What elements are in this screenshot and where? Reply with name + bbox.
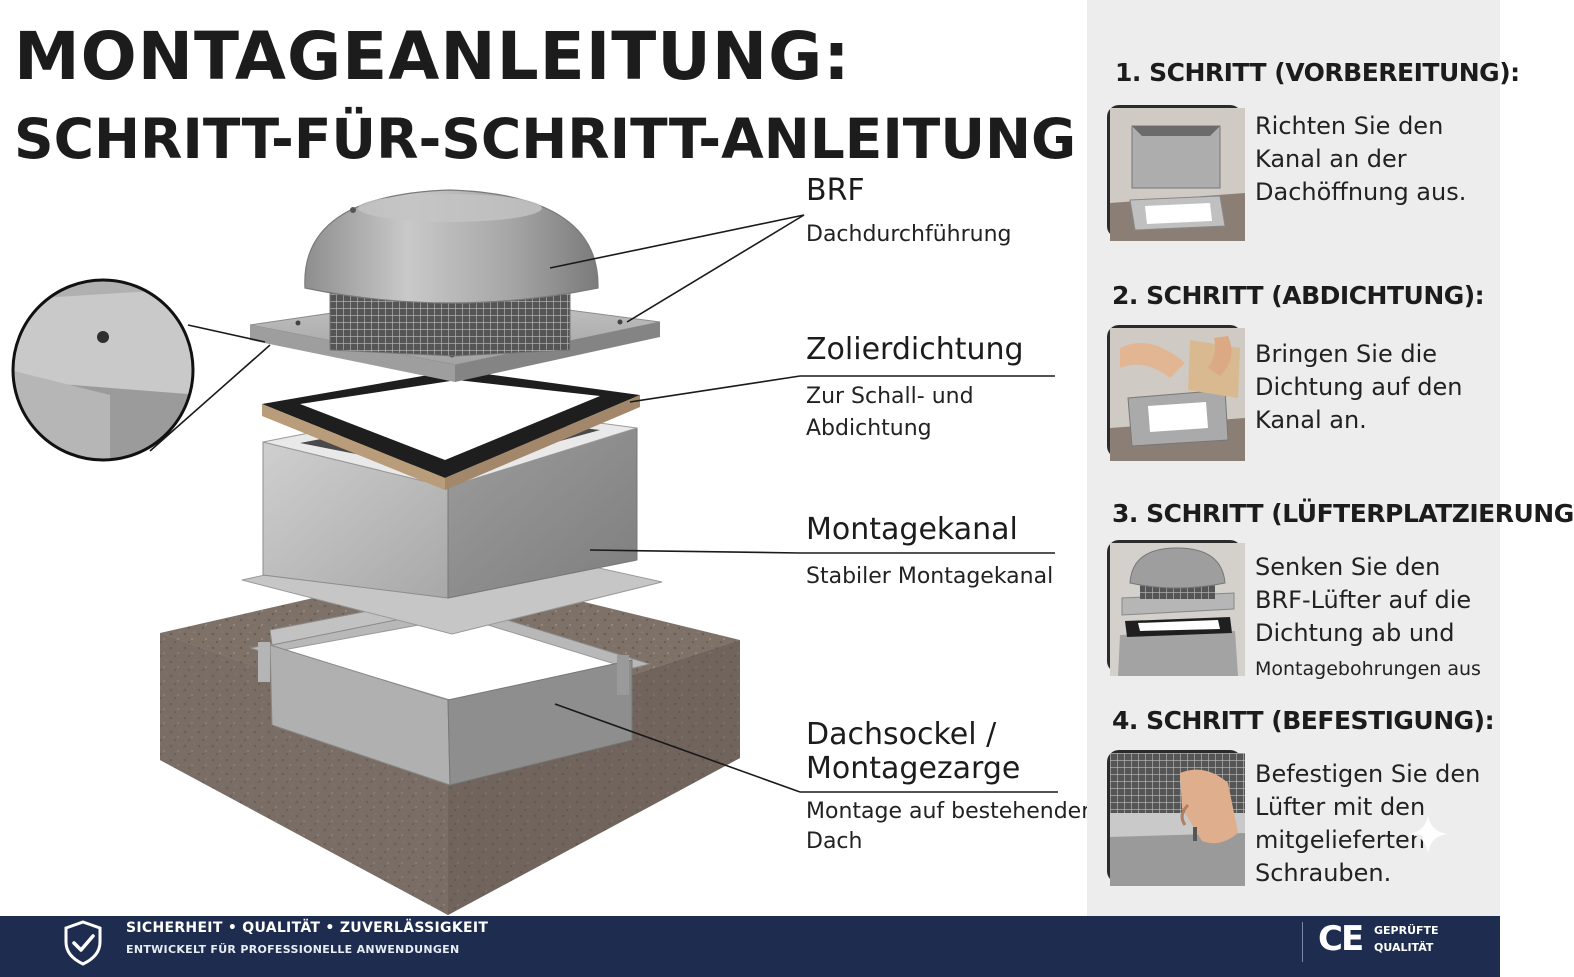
step-3-text-3: Dichtung ab und	[1255, 619, 1455, 647]
footer-certified-1: GEPRÜFTE	[1374, 924, 1439, 937]
step-2-text-2: Dichtung auf den	[1255, 373, 1463, 401]
label-gasket-desc-2: Abdichtung	[806, 416, 932, 441]
footer-certified-2: QUALITÄT	[1374, 941, 1434, 954]
step-1-text-2: Kanal an der	[1255, 145, 1407, 173]
step-2-heading: 2. SCHRITT (ABDICHTUNG):	[1112, 281, 1485, 310]
label-gasket: Zolierdichtung	[806, 332, 1024, 367]
step-4-text-4: Schrauben.	[1255, 859, 1392, 887]
step-3-heading: 3. SCHRITT (LÜFTERPLATZIERUNG	[1112, 499, 1574, 528]
gasket	[262, 370, 640, 490]
step-3-text-1: Senken Sie den	[1255, 553, 1441, 581]
label-curb-desc-2: Dach	[806, 829, 863, 854]
step-4-text-1: Befestigen Sie den	[1255, 760, 1481, 788]
label-duct: Montagekanal	[806, 512, 1018, 547]
step-3-image	[1107, 540, 1245, 676]
step-1-heading: 1. SCHRITT (VORBEREITUNG):	[1115, 58, 1520, 87]
label-brf: BRF	[806, 173, 865, 208]
step-4-image	[1107, 750, 1245, 886]
label-duct-desc: Stabiler Montagekanal	[806, 564, 1054, 589]
footer-tagline: SICHERHEIT • QUALITÄT • ZUVERLÄSSIGKEIT	[126, 920, 489, 936]
footer-divider	[1302, 922, 1303, 962]
exploded-diagram	[11, 189, 1058, 915]
footer-subline: ENTWICKELT FÜR PROFESSIONELLE ANWENDUNGE…	[126, 943, 460, 956]
label-curb-1: Dachsockel /	[806, 717, 997, 752]
steps-panel: 1. SCHRITT (VORBEREITUNG): Richten Sie d…	[1087, 0, 1574, 916]
footer-certified: GEPRÜFTE QUALITÄT	[1374, 922, 1439, 956]
step-1-image	[1107, 105, 1245, 241]
label-gasket-desc-1: Zur Schall- und	[806, 384, 974, 409]
brf-fan	[249, 189, 661, 382]
detail-zoom-circle	[11, 278, 195, 462]
step-4-heading: 4. SCHRITT (BEFESTIGUNG):	[1112, 706, 1495, 735]
step-3-text-4-span: Montagebohrungen aus	[1255, 658, 1481, 680]
ce-mark-icon: CE	[1318, 919, 1364, 959]
label-curb-desc-1: Montage auf bestehendem	[806, 799, 1103, 824]
sparkle-icon	[1408, 814, 1448, 854]
step-4-text-2: Lüfter mit den	[1255, 793, 1426, 821]
step-1-text-3: Dachöffnung aus.	[1255, 178, 1467, 206]
step-3-text-4: Montagebohrungen aus	[1255, 651, 1481, 686]
step-1-text-1: Richten Sie den	[1255, 112, 1444, 140]
leader-lines	[149, 214, 1058, 793]
label-curb-2: Montagezarge	[806, 751, 1021, 786]
footer-bar: SICHERHEIT • QUALITÄT • ZUVERLÄSSIGKEIT …	[0, 916, 1500, 977]
step-2-image	[1107, 325, 1245, 461]
page-title: MONTAGEANLEITUNG:	[14, 18, 851, 95]
step-4-text-3: mitgelieferten	[1255, 826, 1426, 854]
page-subtitle: SCHRITT-FÜR-SCHRITT-ANLEITUNG	[14, 107, 1077, 171]
step-2-text-1: Bringen Sie die	[1255, 340, 1438, 368]
label-brf-desc: Dachdurchführung	[806, 222, 1012, 247]
roof-curb	[249, 594, 652, 786]
shield-check-icon	[64, 920, 102, 966]
step-3-text-2: BRF-Lüfter auf die	[1255, 586, 1472, 614]
step-2-text-3: Kanal an.	[1255, 406, 1367, 434]
